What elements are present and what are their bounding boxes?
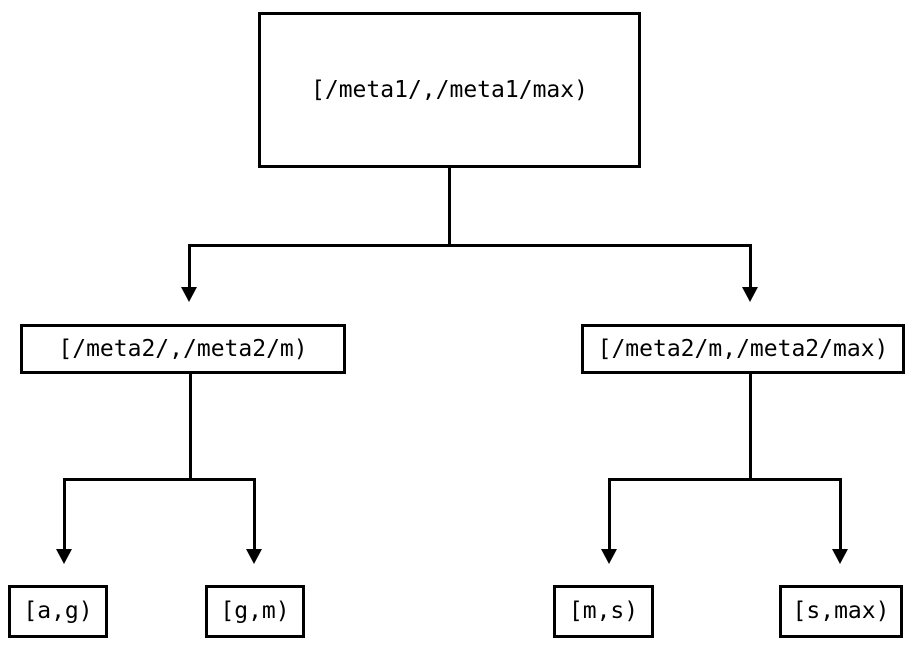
edge-mid-left-split-bar bbox=[63, 478, 256, 481]
edge-mid-right-to-leaf-smax bbox=[839, 478, 842, 550]
tree-node-root[interactable]: [/meta1/,/meta1/max) bbox=[258, 12, 641, 168]
tree-node-mid-right-label: [/meta2/m,/meta2/max) bbox=[597, 335, 889, 362]
tree-node-leaf-smax[interactable]: [s,max) bbox=[779, 585, 903, 638]
edge-mid-left-to-leaf-ag bbox=[63, 478, 66, 550]
edge-root-split-bar bbox=[188, 244, 752, 247]
arrowhead-root-to-mid-right-icon bbox=[742, 287, 758, 302]
tree-node-leaf-gm[interactable]: [g,m) bbox=[205, 585, 305, 638]
arrowhead-mid-right-to-leaf-smax-icon bbox=[832, 549, 848, 564]
tree-node-leaf-ms-label: [m,s) bbox=[568, 598, 639, 624]
tree-node-leaf-smax-label: [s,max) bbox=[792, 598, 890, 624]
tree-node-leaf-gm-label: [g,m) bbox=[220, 598, 290, 624]
edge-root-to-mid-right bbox=[749, 244, 752, 288]
arrowhead-mid-left-to-leaf-ag-icon bbox=[56, 549, 72, 564]
edge-mid-right-split-bar bbox=[608, 478, 842, 481]
edge-mid-left-trunk bbox=[189, 374, 192, 481]
tree-node-mid-left[interactable]: [/meta2/,/meta2/m) bbox=[20, 324, 346, 374]
edge-mid-left-to-leaf-gm bbox=[253, 478, 256, 550]
edge-root-trunk bbox=[448, 167, 451, 247]
tree-node-leaf-ms[interactable]: [m,s) bbox=[553, 585, 654, 638]
tree-node-root-label: [/meta1/,/meta1/max) bbox=[311, 76, 588, 103]
tree-node-leaf-ag-label: [a,g) bbox=[23, 598, 93, 624]
edge-root-to-mid-left bbox=[188, 244, 191, 288]
edge-mid-right-trunk bbox=[749, 374, 752, 481]
tree-node-mid-right[interactable]: [/meta2/m,/meta2/max) bbox=[581, 324, 905, 374]
tree-node-leaf-ag[interactable]: [a,g) bbox=[8, 585, 108, 638]
arrowhead-mid-right-to-leaf-ms-icon bbox=[601, 549, 617, 564]
arrowhead-root-to-mid-left-icon bbox=[181, 287, 197, 302]
arrowhead-mid-left-to-leaf-gm-icon bbox=[246, 549, 262, 564]
edge-mid-right-to-leaf-ms bbox=[608, 478, 611, 550]
tree-node-mid-left-label: [/meta2/,/meta2/m) bbox=[58, 335, 308, 362]
